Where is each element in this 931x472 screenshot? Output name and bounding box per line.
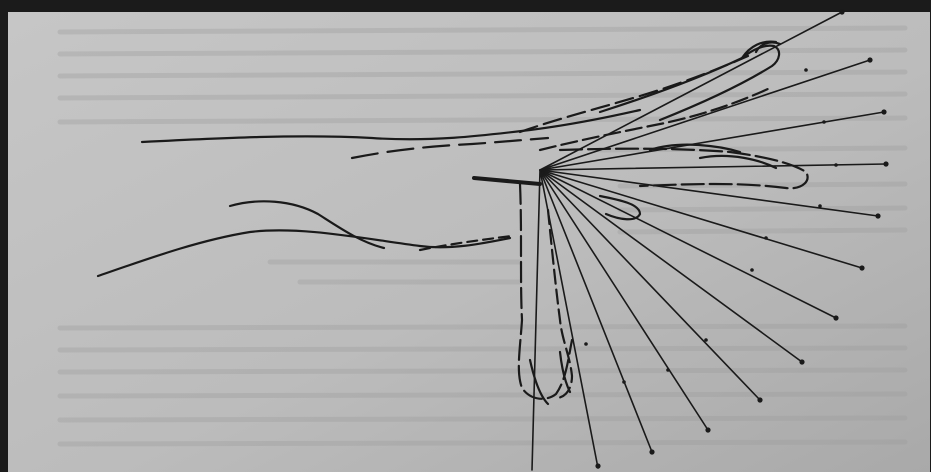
ray-end-dot — [839, 9, 844, 14]
ray-end-dot — [595, 463, 600, 468]
ray-end-dot — [875, 213, 880, 218]
ray-end-dot — [883, 161, 888, 166]
ray-end-dot — [705, 427, 710, 432]
ray-end-dot — [757, 397, 762, 402]
ray-end-dot — [649, 449, 654, 454]
ray-end-dot — [867, 57, 872, 62]
ray-end-dot — [859, 265, 864, 270]
ray-end-dot — [833, 315, 838, 320]
ray-end-dot — [799, 359, 804, 364]
ray-end-dot — [881, 109, 886, 114]
